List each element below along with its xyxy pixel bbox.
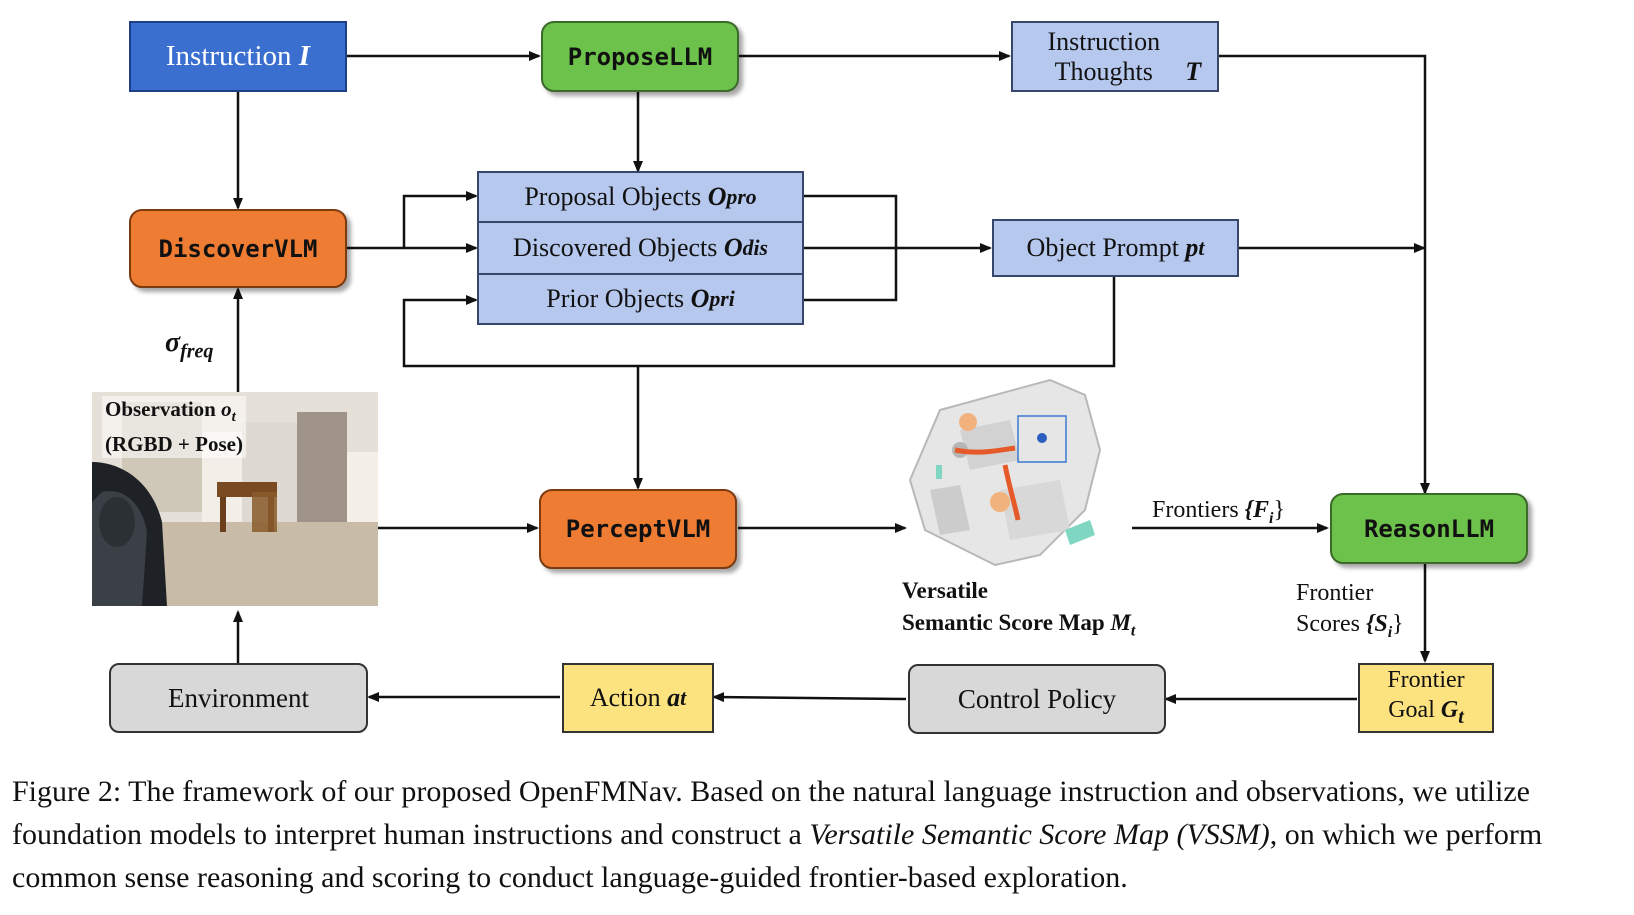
sigma-symbol: σ — [165, 327, 181, 358]
observation-symbol: o — [221, 397, 232, 421]
frontier-scores-label: Frontier Scores {Si} — [1296, 578, 1404, 648]
percept-vlm-label: PerceptVLM — [565, 515, 711, 543]
propose-llm-node: ProposeLLM — [541, 21, 739, 92]
instruction-symbol: I — [298, 40, 311, 72]
action-symbol: a — [667, 683, 681, 712]
instruction-thoughts-node: Instruction Thoughts T — [1011, 21, 1219, 92]
frontier-goal-subscript: t — [1458, 705, 1464, 728]
frontier-goal-line2: Goal — [1388, 696, 1435, 723]
vssm-symbol: M — [1110, 610, 1131, 635]
discover-vlm-node: DiscoverVLM — [129, 209, 347, 288]
scores-close: } — [1392, 611, 1404, 637]
object-prompt-subscript: t — [1198, 235, 1205, 260]
caption-part2: , on which we perform common sense reaso… — [12, 818, 1543, 894]
proposal-objects-label: Proposal Objects — [524, 182, 702, 211]
control-policy-label: Control Policy — [957, 683, 1117, 714]
environment-label: Environment — [168, 682, 309, 713]
frontier-goal-node: Frontier Goal Gt — [1358, 663, 1494, 733]
sigma-subscript: freq — [180, 340, 214, 363]
frontier-scores-line2: Scores — [1296, 611, 1360, 637]
frontier-goal-symbol: G — [1440, 696, 1459, 723]
prior-objects-label: Prior Objects — [546, 284, 685, 313]
reason-llm-node: ReasonLLM — [1330, 493, 1528, 564]
reason-llm-label: ReasonLLM — [1363, 514, 1495, 543]
discovered-objects-label: Discovered Objects — [513, 233, 718, 262]
connector-arrows — [233, 51, 1430, 704]
figure-caption: Figure 2: The framework of our proposed … — [12, 770, 1622, 899]
room-photo — [92, 392, 378, 606]
observation-sublabel: (RGBD + Pose) — [105, 432, 243, 457]
sigma-freq-label: σfreq — [165, 325, 213, 365]
scores-open: {S — [1365, 611, 1388, 637]
frontiers-close: } — [1273, 497, 1286, 523]
action-label: Action — [589, 683, 661, 712]
proposal-symbol: O — [707, 182, 727, 211]
frontiers-open: {F — [1244, 497, 1270, 523]
action-subscript: t — [680, 685, 687, 710]
proposal-subscript: pro — [726, 184, 757, 209]
vssm-line1: Versatile — [902, 578, 989, 603]
frontiers-text: Frontiers — [1152, 497, 1239, 523]
caption-part1: Figure 2: The framework of our proposed … — [12, 775, 1530, 851]
instruction-node: Instruction I — [129, 21, 347, 92]
semantic-score-map — [900, 370, 1130, 580]
score-map-graphic — [908, 378, 1102, 567]
thoughts-symbol: T — [1185, 56, 1202, 86]
object-prompt-symbol: p — [1185, 233, 1199, 262]
percept-vlm-node: PerceptVLM — [539, 489, 737, 569]
frontier-goal-line1: Frontier — [1387, 666, 1465, 693]
instruction-label: Instruction — [165, 40, 292, 72]
caption-italic: Versatile Semantic Score Map (VSSM) — [809, 818, 1270, 851]
prior-subscript: pri — [709, 286, 735, 311]
observation-image: Observation ot (RGBD + Pose) — [92, 392, 378, 606]
observation-subscript: t — [231, 409, 236, 426]
discovered-subscript: dis — [742, 235, 768, 260]
discovered-symbol: O — [723, 233, 743, 262]
environment-node: Environment — [109, 663, 368, 733]
vssm-line2: Semantic Score Map — [902, 610, 1105, 635]
vssm-label: Versatile Semantic Score Map Mt — [902, 575, 1135, 648]
discover-vlm-label: DiscoverVLM — [158, 234, 318, 263]
instruction-thoughts-label: Instruction Thoughts — [1047, 26, 1161, 86]
frontiers-subscript: i — [1269, 509, 1274, 527]
frontiers-label: Frontiers {Fi} — [1152, 495, 1285, 529]
object-prompt-label: Object Prompt — [1026, 233, 1179, 262]
vssm-subscript: t — [1130, 622, 1136, 640]
observation-label: Observation — [105, 397, 216, 421]
propose-llm-label: ProposeLLM — [567, 42, 713, 71]
scores-subscript: i — [1387, 623, 1393, 641]
frontier-scores-line1: Frontier — [1296, 580, 1374, 606]
control-policy-node: Control Policy — [908, 664, 1166, 734]
prior-symbol: O — [690, 284, 710, 313]
observation-caption: Observation ot (RGBD + Pose) — [102, 396, 246, 459]
